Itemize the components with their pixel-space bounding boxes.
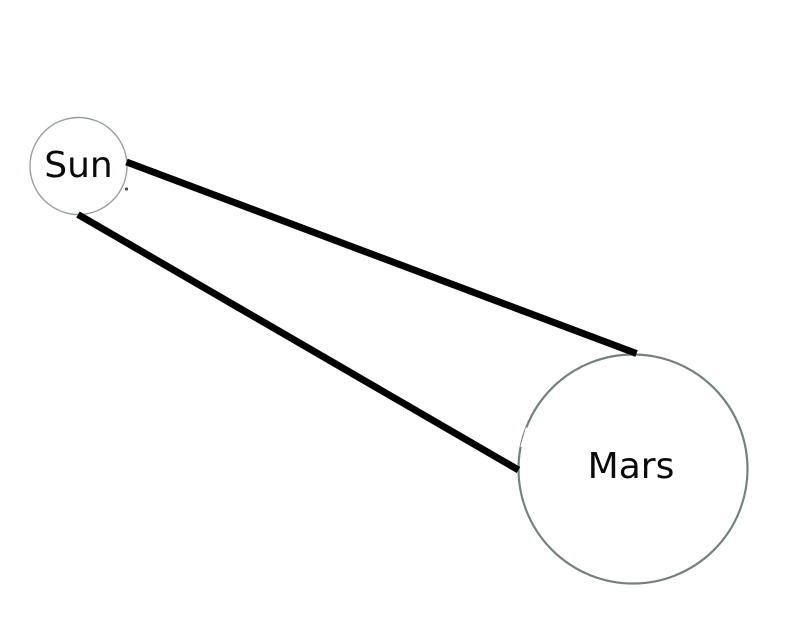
stray-speck-artifact <box>124 187 129 191</box>
sun-node-label: Sun <box>44 145 112 186</box>
edge-sun-mars-lower <box>76 211 521 474</box>
mars-node-label: Mars <box>588 446 675 487</box>
edge-sun-mars-upper <box>125 158 638 357</box>
mars-stroke-gap-artifact <box>520 427 533 449</box>
